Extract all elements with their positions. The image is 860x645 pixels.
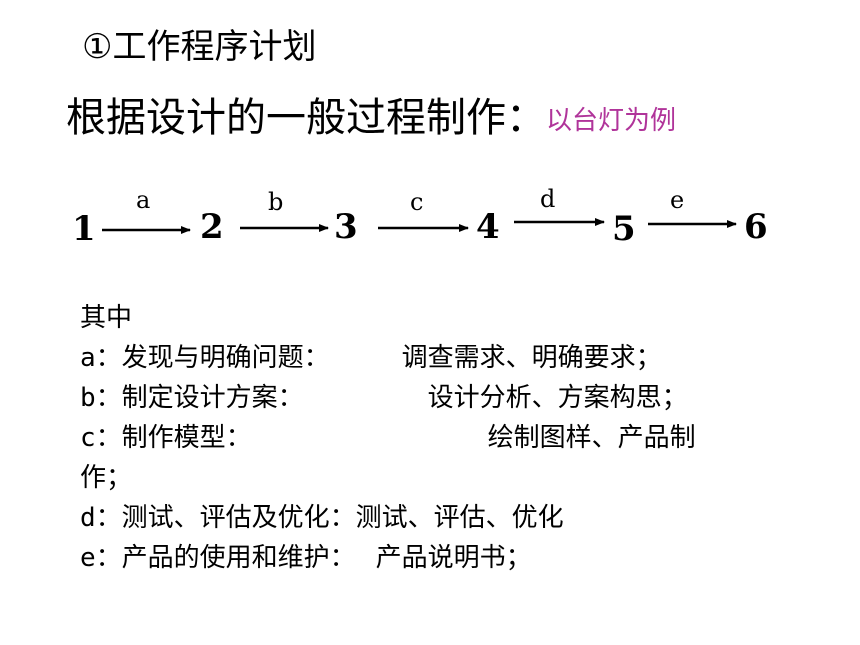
- example-note: 以台灯为例: [546, 106, 677, 136]
- step-number: 3: [334, 207, 358, 247]
- step-number: 1: [72, 209, 96, 249]
- note-b-detail: 设计分析、方案构思；: [427, 383, 688, 413]
- note-row-c: c：制作模型： 绘制图样、产品制: [80, 418, 795, 458]
- note-row-d: d：测试、评估及优化：测试、评估、优化: [80, 498, 795, 538]
- note-row-b: b：制定设计方案： 设计分析、方案构思；: [80, 378, 795, 418]
- notes-intro: 其中: [80, 303, 133, 333]
- arrow-label: a: [136, 186, 150, 214]
- arrow-label: e: [670, 186, 684, 214]
- note-c-detail: 绘制图样、产品制: [487, 423, 696, 453]
- note-d-detail: 测试、评估、优化: [355, 503, 564, 533]
- slide-heading: ①工作程序计划: [82, 27, 317, 67]
- note-b-desc: b：制定设计方案：: [80, 383, 304, 413]
- arrow-label: c: [410, 188, 423, 216]
- note-e-desc: e：产品的使用和维护：: [80, 543, 356, 573]
- process-flow-diagram: 1 a 2 b 3 c 4 d 5 e 6: [72, 185, 768, 249]
- note-c-desc: c：制作模型：: [80, 423, 252, 453]
- step-number: 4: [476, 207, 500, 247]
- note-d-desc: d：测试、评估及优化：: [80, 503, 356, 533]
- step-number: 5: [612, 209, 636, 249]
- main-title: 根据设计的一般过程制作：: [66, 95, 546, 141]
- arrow-label: b: [268, 188, 283, 216]
- note-c-wrap: 作；: [80, 463, 133, 493]
- arrow-label: d: [540, 185, 555, 213]
- note-e-detail: 产品说明书；: [375, 543, 532, 573]
- note-row-e: e：产品的使用和维护： 产品说明书；: [80, 538, 795, 578]
- step-notes: 其中 a：发现与明确问题： 调查需求、明确要求； b：制定设计方案： 设计分析、方案…: [80, 298, 795, 578]
- note-row-a: a：发现与明确问题： 调查需求、明确要求；: [80, 338, 795, 378]
- step-number: 6: [744, 207, 768, 247]
- main-title-line: 根据设计的一般过程制作：以台灯为例: [66, 88, 676, 148]
- step-number: 2: [200, 207, 224, 247]
- note-a-desc: a：发现与明确问题：: [80, 343, 330, 373]
- note-a-detail: 调查需求、明确要求；: [401, 343, 662, 373]
